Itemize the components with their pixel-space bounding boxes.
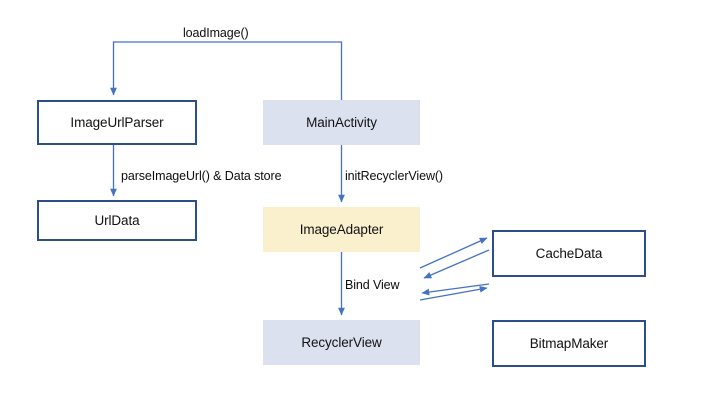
- node-label-url-data: UrlData: [94, 213, 140, 228]
- node-main-activity[interactable]: MainActivity: [263, 100, 420, 145]
- node-label-main-activity: MainActivity: [306, 115, 377, 130]
- edge-label-parse-image-url: parseImageUrl() & Data store: [121, 169, 282, 183]
- node-label-bitmap-maker: BitmapMaker: [529, 336, 609, 351]
- edge-cachedata-to-adapter: [423, 249, 490, 279]
- edge-label-load-image: loadImage(): [183, 26, 249, 40]
- edge-adapter-to-cachedata: [419, 237, 488, 269]
- node-label-image-adapter: ImageAdapter: [299, 222, 384, 237]
- edge-label-init-recycler-view: initRecyclerView(): [345, 169, 443, 183]
- node-label-cache-data: CacheData: [535, 246, 603, 261]
- node-cache-data[interactable]: CacheData: [492, 230, 646, 277]
- node-image-adapter[interactable]: ImageAdapter: [263, 207, 420, 252]
- edge-recyclerview-to-bitmapmaker: [419, 285, 488, 301]
- edge-load-image: [110, 41, 343, 100]
- node-recycler-view[interactable]: RecyclerView: [263, 320, 420, 365]
- edge-label-bind-view: Bind View: [345, 278, 400, 292]
- node-label-recycler-view: RecyclerView: [301, 335, 382, 350]
- node-url-data[interactable]: UrlData: [37, 200, 197, 241]
- node-image-url-parser[interactable]: ImageUrlParser: [37, 100, 197, 145]
- node-label-image-url-parser: ImageUrlParser: [70, 115, 164, 130]
- node-bitmap-maker[interactable]: BitmapMaker: [492, 320, 646, 367]
- edge-bitmapmaker-to-recyclerview: [421, 283, 490, 296]
